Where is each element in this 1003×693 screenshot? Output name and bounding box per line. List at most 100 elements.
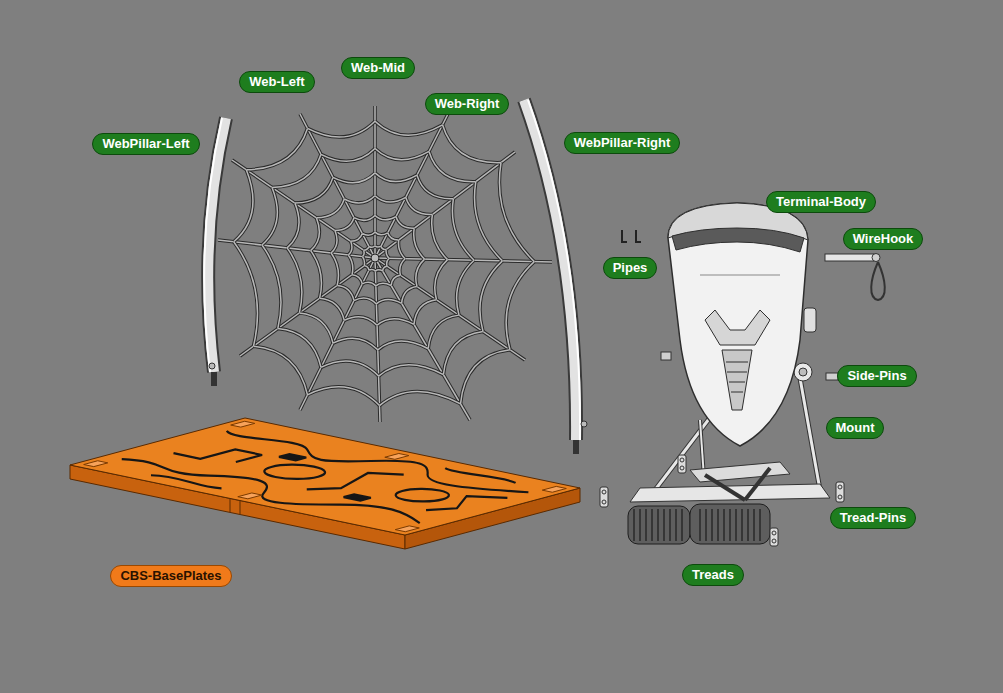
part-name: WebPillar-Right xyxy=(574,135,671,150)
illustration-part xyxy=(723,509,725,541)
illustration-part xyxy=(711,509,713,541)
illustration-part xyxy=(287,173,474,350)
part-label: Web-Mid xyxy=(341,57,415,79)
illustration-part xyxy=(804,308,816,332)
illustration-part xyxy=(639,509,641,541)
illustration-part xyxy=(657,509,659,541)
illustration-part xyxy=(729,382,745,383)
illustration-part xyxy=(800,378,820,490)
illustration-part xyxy=(395,526,419,532)
illustration-part xyxy=(799,368,807,376)
illustration-part xyxy=(622,230,627,242)
part-name: Terminal-Body xyxy=(776,194,866,209)
illustration-part xyxy=(385,486,460,504)
illustration-part xyxy=(680,458,684,462)
illustration-part xyxy=(374,106,376,258)
illustration-part xyxy=(385,453,409,459)
illustration-part xyxy=(371,254,379,262)
illustration-part xyxy=(573,440,579,454)
illustration-part xyxy=(238,493,262,499)
illustration-part xyxy=(838,495,842,499)
illustration-part xyxy=(208,118,226,372)
part-label: Web-Right xyxy=(425,93,510,115)
illustration-part xyxy=(741,509,743,541)
illustration-part xyxy=(735,509,737,541)
illustration-part xyxy=(705,509,707,541)
illustration-part xyxy=(753,509,755,541)
part-label: Terminal-Body xyxy=(766,191,876,213)
illustration-part xyxy=(99,426,549,529)
illustration-part xyxy=(311,196,448,326)
illustration-part xyxy=(542,486,566,492)
illustration-part xyxy=(262,149,502,377)
illustration-part xyxy=(443,468,518,484)
illustration-part xyxy=(681,509,683,541)
illustration-part xyxy=(204,100,587,454)
illustration-part xyxy=(622,230,641,242)
illustration-part xyxy=(262,149,502,377)
illustration-part xyxy=(375,258,470,420)
illustration-part xyxy=(234,121,535,405)
illustration-part xyxy=(634,509,760,541)
illustration-part xyxy=(84,421,567,531)
illustration-part xyxy=(211,372,217,386)
illustration-part xyxy=(628,506,690,544)
illustration-part xyxy=(287,173,474,350)
illustration-part xyxy=(348,232,405,286)
illustration-part xyxy=(218,106,552,422)
illustration-part xyxy=(240,500,241,514)
illustration-part xyxy=(745,468,770,500)
part-name: Web-Mid xyxy=(351,60,405,75)
illustration-part xyxy=(419,492,507,514)
part-label: WebPillar-Left xyxy=(92,133,199,155)
illustration-part xyxy=(727,372,747,373)
illustration-part xyxy=(772,531,776,535)
illustration-part xyxy=(307,470,404,495)
illustration-part xyxy=(231,421,255,427)
illustration-part xyxy=(84,461,108,467)
illustration-part xyxy=(836,482,844,502)
illustration-part xyxy=(690,462,790,482)
part-name: Web-Left xyxy=(249,74,304,89)
illustration-part xyxy=(70,418,580,549)
part-name: Pipes xyxy=(613,260,648,275)
illustration-part xyxy=(633,509,635,541)
illustration-part xyxy=(174,444,263,465)
part-label: WireHook xyxy=(843,228,924,250)
illustration-part xyxy=(209,363,215,369)
part-label: Treads xyxy=(682,564,744,586)
illustration-part xyxy=(375,258,470,420)
illustration-part xyxy=(705,310,770,345)
illustration-part xyxy=(645,509,647,541)
illustration-part xyxy=(207,427,541,499)
illustration-part xyxy=(770,528,778,546)
illustration-part xyxy=(838,485,842,489)
illustration-part xyxy=(800,378,820,490)
illustration-part xyxy=(872,254,880,262)
illustration-part xyxy=(602,500,606,504)
part-label: Side-Pins xyxy=(837,365,916,387)
part-name: WireHook xyxy=(853,231,914,246)
illustration-part xyxy=(759,509,761,541)
illustration-part xyxy=(331,215,425,303)
illustration-part xyxy=(772,539,776,543)
illustration-part xyxy=(375,258,525,360)
illustration-part xyxy=(230,498,231,512)
part-label: Mount xyxy=(826,417,885,439)
illustration-part xyxy=(630,484,830,502)
part-name: Tread-Pins xyxy=(840,510,906,525)
part-name: WebPillar-Left xyxy=(102,136,189,151)
part-label: WebPillar-Right xyxy=(564,132,681,154)
part-label: Tread-Pins xyxy=(830,507,916,529)
illustration-part xyxy=(600,487,608,507)
illustration-part xyxy=(331,215,425,303)
illustration-part xyxy=(717,509,719,541)
illustration-part xyxy=(672,228,804,252)
illustration-part xyxy=(661,352,671,360)
illustration-part xyxy=(70,418,580,535)
illustration-part xyxy=(636,230,641,242)
illustration-part xyxy=(675,509,677,541)
illustration-part xyxy=(729,509,731,541)
illustration-part xyxy=(690,504,770,544)
